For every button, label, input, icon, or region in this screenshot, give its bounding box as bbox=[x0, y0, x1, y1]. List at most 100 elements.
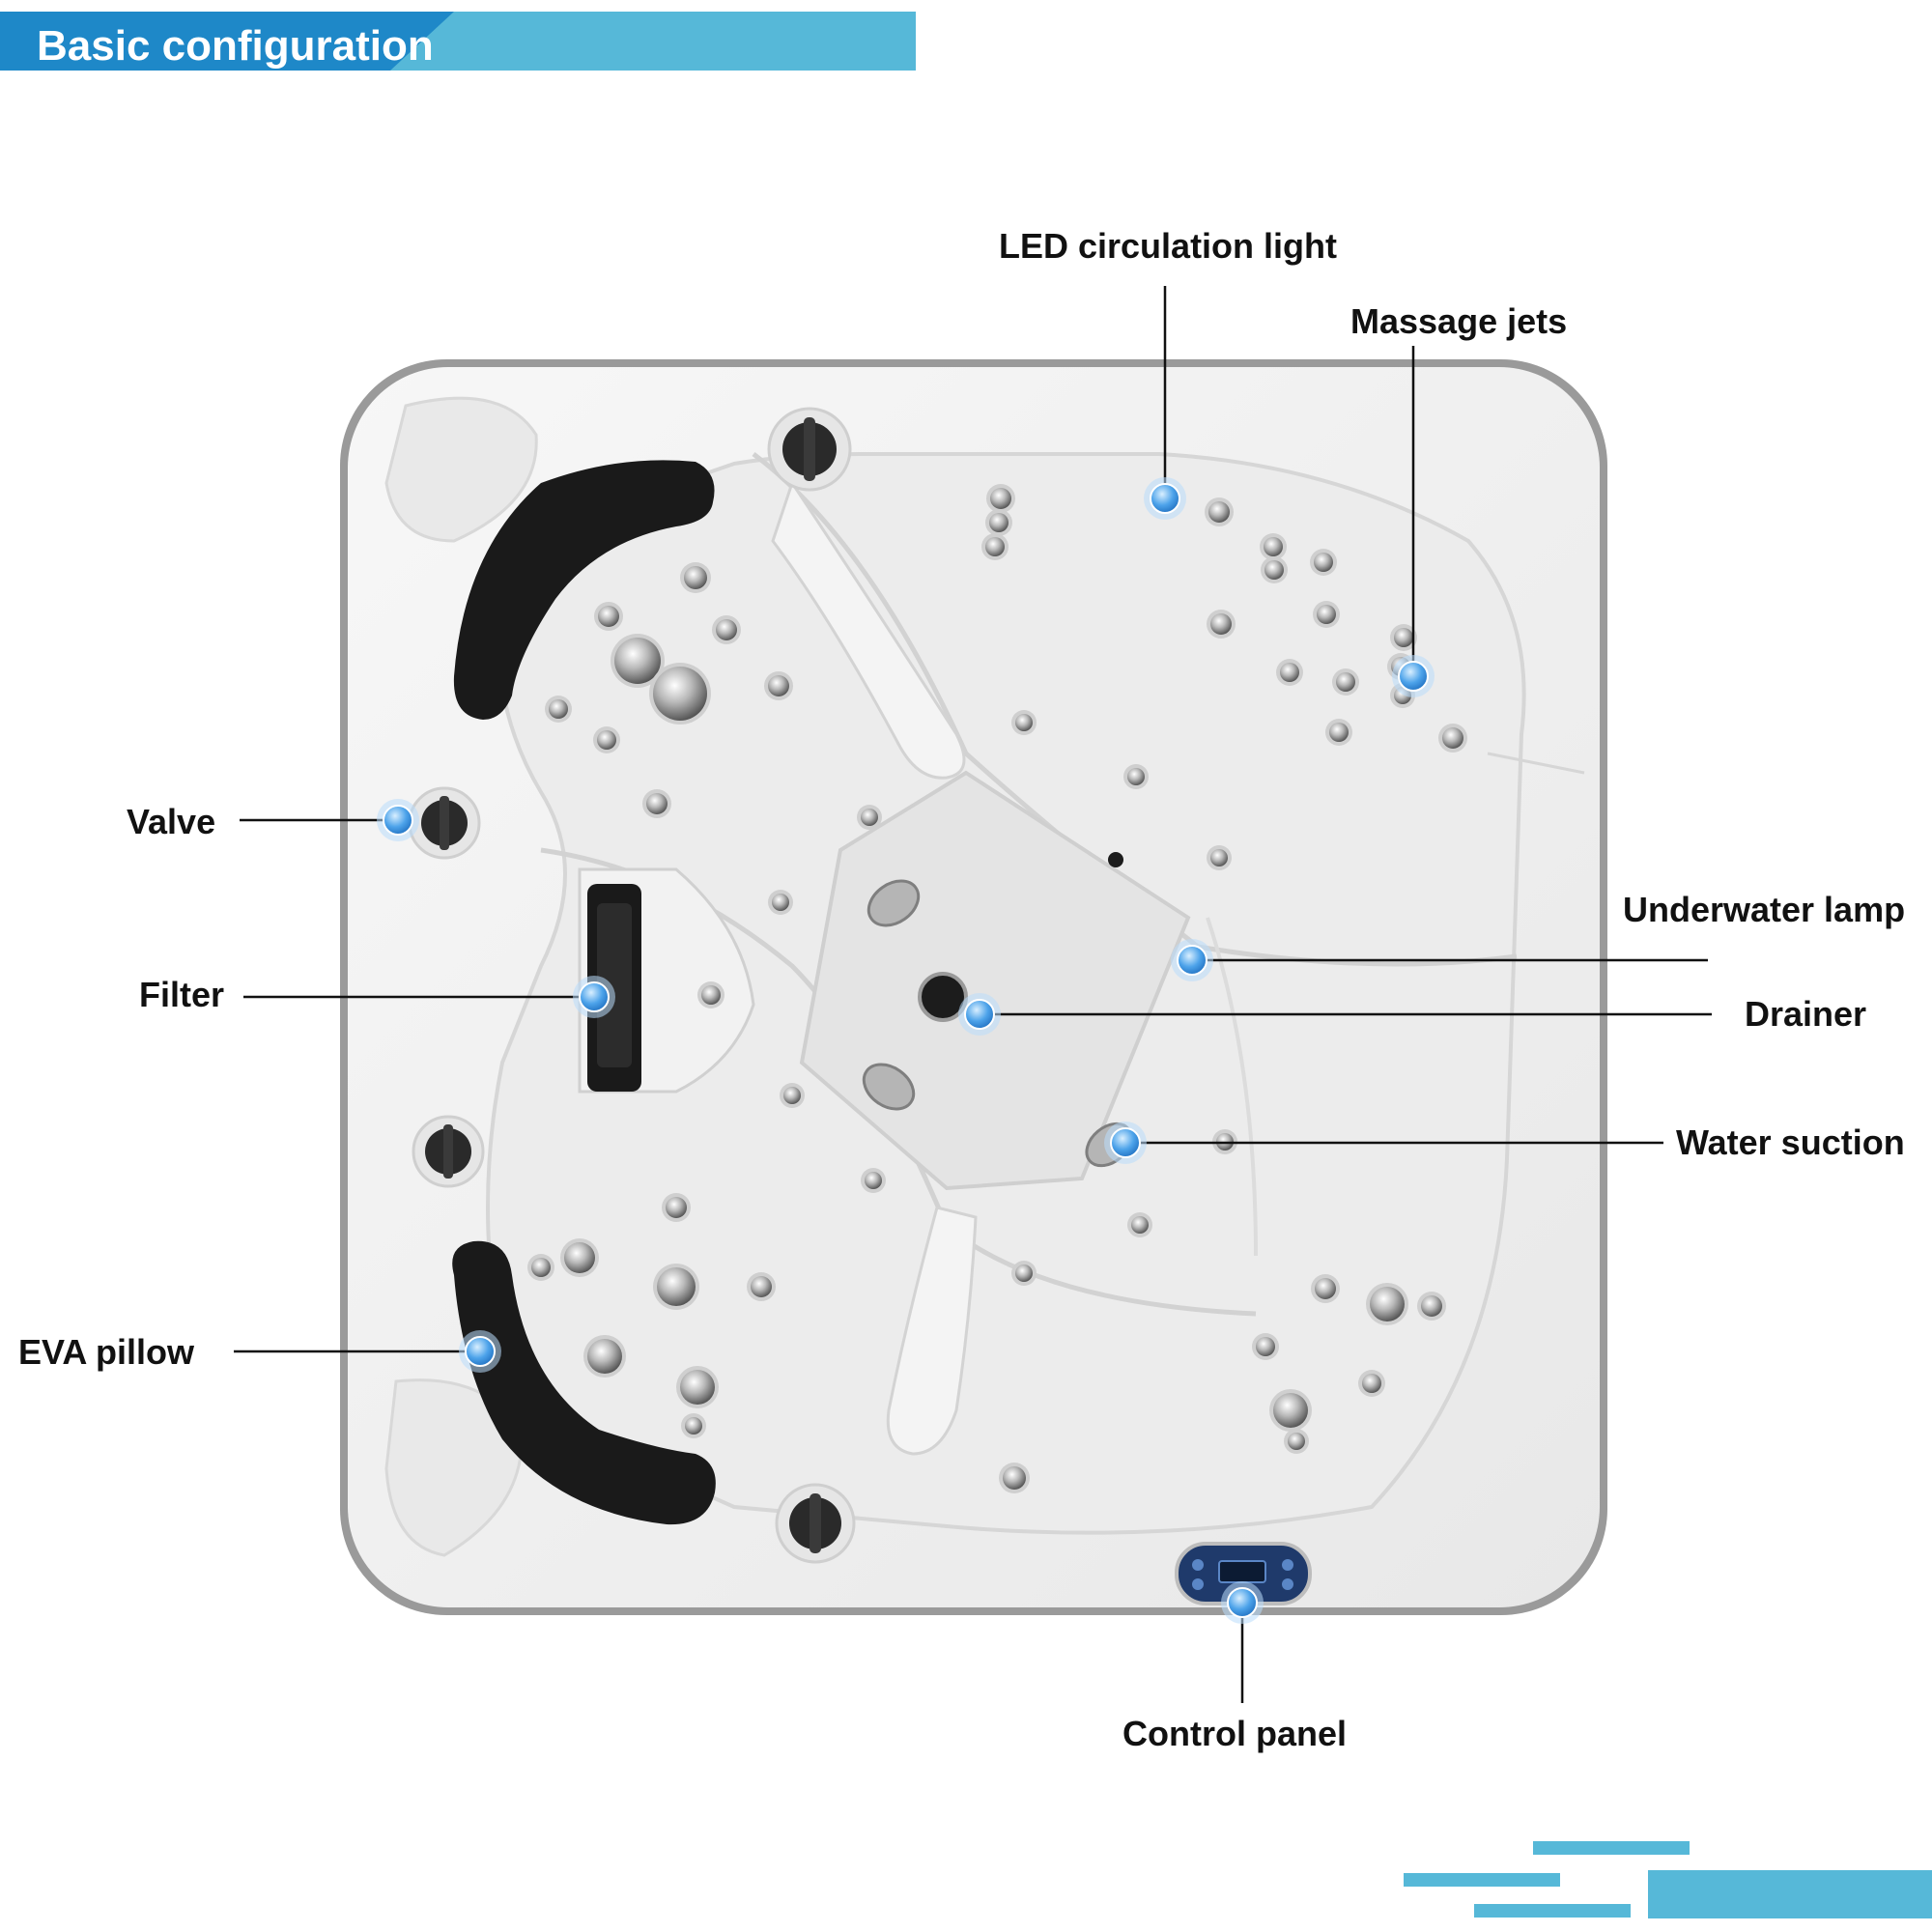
massage-jet bbox=[653, 667, 707, 721]
massage-jet bbox=[1370, 1287, 1405, 1321]
callout-marker bbox=[1177, 945, 1208, 976]
massage-jet bbox=[1394, 628, 1413, 647]
label-underwater-lamp: Underwater lamp bbox=[1623, 890, 1906, 929]
callout-marker bbox=[1398, 661, 1429, 692]
massage-jet bbox=[1442, 727, 1463, 749]
massage-jet bbox=[1127, 768, 1145, 785]
callout-marker bbox=[1110, 1127, 1141, 1158]
suction-grill bbox=[867, 879, 921, 927]
massage-jet bbox=[985, 537, 1005, 556]
corner-hollow bbox=[384, 396, 538, 543]
massage-jet bbox=[1264, 560, 1284, 580]
callout-marker bbox=[465, 1336, 496, 1367]
corner-hollow bbox=[384, 1378, 524, 1557]
massage-jet-group bbox=[527, 484, 1467, 1493]
control-panel-button bbox=[1192, 1559, 1204, 1571]
massage-jet bbox=[564, 1242, 595, 1273]
massage-jet bbox=[768, 675, 789, 696]
decor-bar bbox=[1404, 1873, 1560, 1887]
decor-bar bbox=[1648, 1870, 1932, 1918]
massage-jet bbox=[614, 638, 661, 684]
massage-jet bbox=[1273, 1393, 1308, 1428]
callout-marker bbox=[579, 981, 610, 1012]
valve-handle bbox=[440, 796, 449, 850]
massage-jet bbox=[861, 809, 878, 826]
callout-marker bbox=[1227, 1587, 1258, 1618]
label-water-suction: Water suction bbox=[1676, 1122, 1905, 1162]
massage-jet bbox=[1317, 605, 1336, 624]
control-panel-button bbox=[1282, 1559, 1293, 1571]
massage-jet bbox=[1280, 663, 1299, 682]
massage-jet bbox=[1329, 723, 1349, 742]
massage-jet bbox=[666, 1197, 687, 1218]
label-eva-pillow: EVA pillow bbox=[18, 1332, 195, 1372]
massage-jet bbox=[1362, 1374, 1381, 1393]
suction-grill bbox=[862, 1063, 916, 1111]
callout-lines bbox=[234, 286, 1712, 1703]
massage-jet bbox=[685, 1417, 702, 1435]
massage-jet bbox=[1264, 537, 1283, 556]
massage-jet bbox=[597, 730, 616, 750]
callout-markers bbox=[377, 477, 1435, 1624]
filter-cover-detail bbox=[597, 903, 632, 1067]
massage-jet bbox=[1131, 1216, 1149, 1234]
label-valve: Valve bbox=[127, 802, 216, 841]
massage-jet bbox=[1336, 672, 1355, 692]
label-massage-jets: Massage jets bbox=[1350, 301, 1568, 341]
massage-jet bbox=[716, 619, 737, 640]
massage-jet bbox=[1015, 714, 1033, 731]
seat-divider bbox=[1487, 752, 1585, 775]
air-jet bbox=[1108, 852, 1123, 867]
drain bbox=[918, 972, 968, 1022]
valve-handle bbox=[810, 1493, 821, 1553]
massage-jet bbox=[865, 1172, 882, 1189]
massage-jet bbox=[531, 1258, 551, 1277]
control-panel-button bbox=[1192, 1578, 1204, 1590]
massage-jet bbox=[751, 1276, 772, 1297]
label-led-circulation-light: LED circulation light bbox=[999, 226, 1338, 266]
eva-pillow-bottom bbox=[452, 1240, 716, 1525]
callout-marker bbox=[964, 999, 995, 1030]
page-title: Basic configuration bbox=[37, 22, 434, 70]
header-bar: Basic configuration bbox=[0, 12, 916, 71]
massage-jet bbox=[1314, 553, 1333, 572]
massage-jet bbox=[1015, 1264, 1033, 1282]
massage-jet bbox=[1210, 849, 1228, 867]
massage-jet bbox=[989, 513, 1009, 532]
valve-handle bbox=[804, 417, 815, 481]
seat-divider bbox=[1206, 917, 1258, 1257]
massage-jet bbox=[646, 793, 668, 814]
massage-jet bbox=[1421, 1295, 1442, 1317]
massage-jet bbox=[1288, 1433, 1305, 1450]
massage-jet bbox=[772, 894, 789, 911]
decor-bar bbox=[1533, 1841, 1690, 1855]
massage-jet bbox=[598, 606, 619, 627]
eva-pillow-top bbox=[453, 460, 715, 720]
armrest bbox=[886, 1206, 978, 1456]
massage-jet bbox=[990, 488, 1011, 509]
massage-jet bbox=[1256, 1337, 1275, 1356]
callout-marker bbox=[383, 805, 413, 836]
massage-jet bbox=[587, 1339, 622, 1374]
massage-jet bbox=[657, 1267, 696, 1306]
header-bar-shape bbox=[0, 12, 916, 71]
armrest bbox=[771, 479, 966, 780]
control-panel-display bbox=[1218, 1560, 1266, 1583]
callout-marker bbox=[1150, 483, 1180, 514]
massage-jet bbox=[1003, 1466, 1026, 1490]
massage-jet bbox=[680, 1370, 715, 1405]
massage-jet bbox=[1315, 1278, 1336, 1299]
massage-jet bbox=[549, 699, 568, 719]
massage-jet bbox=[701, 985, 721, 1005]
massage-jet bbox=[1210, 613, 1232, 635]
valve-handle bbox=[443, 1124, 453, 1179]
label-filter: Filter bbox=[139, 975, 225, 1014]
massage-jet bbox=[1208, 501, 1230, 523]
massage-jet bbox=[783, 1087, 801, 1104]
massage-jet bbox=[684, 566, 707, 589]
decor-bar bbox=[1474, 1904, 1631, 1918]
label-drainer: Drainer bbox=[1745, 994, 1867, 1034]
label-control-panel: Control panel bbox=[1122, 1714, 1347, 1753]
control-panel-button bbox=[1282, 1578, 1293, 1590]
